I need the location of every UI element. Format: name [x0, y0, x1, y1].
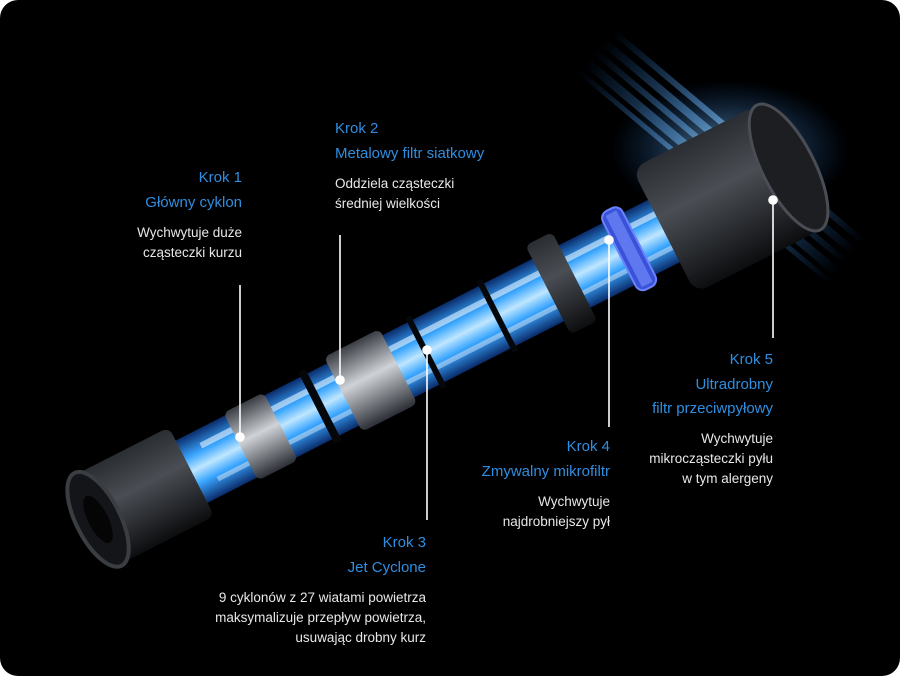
step4-title: Zmywalny mikrofiltr [481, 463, 610, 480]
step1-callout: Krok 1 Główny cyklon Wychwytuje duże czą… [42, 165, 242, 263]
step5-callout: Krok 5 Ultradrobny filtr przeciwpyłowy W… [553, 347, 773, 489]
main-cyclone-ring [225, 394, 296, 479]
leader-lines [235, 195, 778, 520]
step1-description: Wychwytuje duże cząsteczki kurzu [137, 225, 242, 260]
step1-title: Główny cyklon [145, 194, 242, 211]
step1-marker [235, 432, 245, 442]
step5-marker [768, 195, 778, 205]
step3-number: Krok 3 [382, 534, 426, 551]
step3-marker [422, 345, 432, 355]
step4-description: Wychwytuje najdrobniejszy pył [502, 494, 610, 529]
step2-description: Oddziela cząsteczki średniej wielkości [335, 176, 455, 211]
step2-callout: Krok 2 Metalowy filtr siatkowy Oddziela … [335, 116, 565, 214]
step3-description: 9 cyklonów z 27 wiatami powietrza maksym… [215, 590, 426, 645]
step1-number: Krok 1 [198, 169, 242, 186]
step5-number: Krok 5 [729, 351, 773, 368]
metal-mesh-filter [326, 330, 416, 430]
filter-assembly [65, 102, 830, 569]
step4-callout: Krok 4 Zmywalny mikrofiltr Wychwytuje na… [390, 434, 610, 532]
step3-title: Jet Cyclone [347, 559, 426, 576]
step2-title: Metalowy filtr siatkowy [335, 145, 485, 162]
step2-marker [335, 375, 345, 385]
step3-callout: Krok 3 Jet Cyclone 9 cyklonów z 27 wiata… [126, 530, 426, 648]
step2-number: Krok 2 [335, 120, 379, 137]
step4-marker [604, 235, 614, 245]
step4-number: Krok 4 [566, 438, 610, 455]
step5-title: Ultradrobny filtr przeciwpyłowy [652, 376, 773, 417]
step5-description: Wychwytuje mikrocząsteczki pyłu w tym al… [649, 431, 773, 486]
